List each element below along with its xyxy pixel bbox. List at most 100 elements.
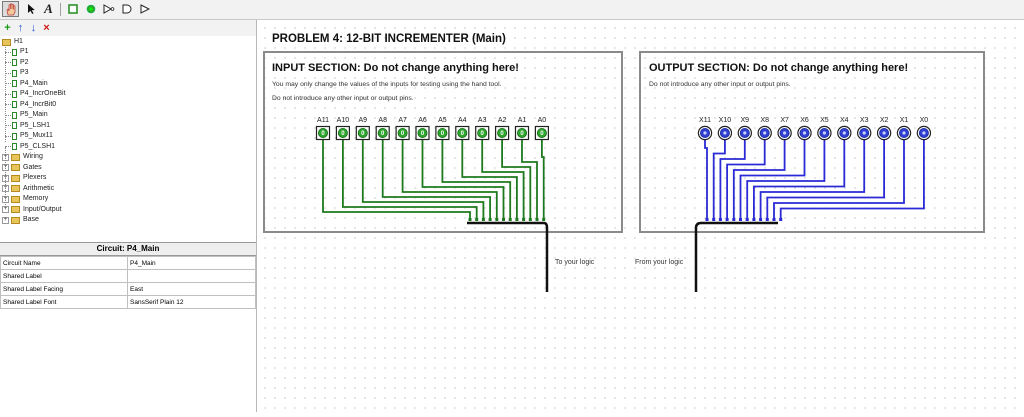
circuit-item[interactable]: P5_Main: [5, 110, 48, 120]
library-item[interactable]: +Input/Output: [2, 205, 62, 215]
input-wire[interactable]: [521, 140, 538, 221]
circuit-item[interactable]: P4_IncrBit0: [5, 100, 56, 110]
output-wire[interactable]: [753, 140, 846, 221]
tree-connector: [5, 51, 11, 53]
input-pin[interactable]: 0: [415, 125, 430, 141]
input-pin[interactable]: 0: [335, 125, 351, 141]
input-wire[interactable]: [361, 140, 485, 221]
circuit-item[interactable]: P5_Mux11: [5, 131, 53, 141]
library-item[interactable]: +Gates: [2, 163, 42, 173]
output-wire[interactable]: [773, 140, 905, 221]
select-arrow-icon[interactable]: [22, 1, 39, 17]
output-bus[interactable]: [694, 221, 778, 292]
circuit-item[interactable]: P4_IncrOneBit: [5, 89, 66, 99]
input-pin[interactable]: 0: [395, 125, 410, 141]
output-pin[interactable]: [876, 125, 892, 141]
output-wire[interactable]: [746, 140, 826, 221]
output-wire[interactable]: [726, 140, 766, 221]
and-gate-icon[interactable]: [118, 1, 135, 17]
output-pin[interactable]: [896, 125, 912, 141]
input-pin[interactable]: 0: [514, 125, 530, 141]
output-pin[interactable]: [837, 125, 852, 141]
delete-circuit-icon[interactable]: ×: [43, 22, 50, 34]
hand-tool-icon[interactable]: [2, 1, 19, 17]
property-label: Shared Label Font: [0, 295, 128, 309]
input-wire[interactable]: [481, 140, 525, 221]
input-wire[interactable]: [541, 140, 545, 221]
input-pin[interactable]: 0: [534, 125, 549, 141]
library-item[interactable]: +Wiring: [2, 152, 43, 162]
output-pin-dot: [802, 131, 807, 135]
from-logic-label: From your logic: [635, 259, 684, 266]
output-pin[interactable]: [817, 125, 832, 141]
output-wire[interactable]: [766, 140, 885, 221]
or-gate-icon[interactable]: [136, 1, 153, 17]
add-wire-icon[interactable]: [64, 1, 81, 17]
move-down-icon[interactable]: ↓: [30, 22, 37, 34]
input-wire[interactable]: [421, 140, 505, 221]
library-item[interactable]: +Memory: [2, 194, 48, 204]
library-item[interactable]: +Plexers: [2, 173, 46, 183]
splitter-tap: [772, 218, 776, 221]
circuit-item[interactable]: P2: [5, 58, 29, 68]
input-pin[interactable]: 0: [495, 125, 510, 141]
input-wire[interactable]: [501, 140, 532, 221]
circuit-icon: [12, 69, 17, 77]
input-pin[interactable]: 0: [455, 125, 470, 141]
input-wire[interactable]: [441, 140, 512, 221]
property-value[interactable]: [127, 269, 256, 283]
input-pin-led: [457, 128, 468, 139]
circuit-item[interactable]: P1: [5, 47, 29, 57]
output-wire[interactable]: [704, 140, 708, 221]
output-wire[interactable]: [779, 140, 925, 221]
property-row[interactable]: Shared Label: [0, 269, 256, 283]
input-wire[interactable]: [381, 140, 491, 221]
input-pin[interactable]: 0: [475, 125, 490, 141]
input-wire[interactable]: [342, 140, 478, 221]
add-input-pin-icon[interactable]: [82, 1, 99, 17]
input-wire[interactable]: [461, 140, 518, 221]
add-circuit-icon[interactable]: +: [4, 22, 11, 34]
output-pin[interactable]: [757, 125, 772, 141]
output-wire[interactable]: [719, 140, 746, 221]
move-up-icon[interactable]: ↑: [17, 22, 24, 34]
output-wire[interactable]: [712, 140, 726, 221]
output-wire[interactable]: [739, 140, 806, 221]
property-value[interactable]: P4_Main: [127, 256, 256, 270]
circuit-item[interactable]: P5_LSH1: [5, 121, 50, 131]
library-item[interactable]: +Base: [2, 215, 39, 225]
library-item[interactable]: +Arithmetic: [2, 184, 54, 194]
output-wire[interactable]: [759, 140, 866, 221]
circuit-item[interactable]: P5_CLSH1: [5, 142, 55, 152]
project-root[interactable]: H1: [2, 37, 23, 47]
add-output-pin-icon[interactable]: [100, 1, 117, 17]
output-pin[interactable]: [777, 125, 792, 141]
circuit-canvas[interactable]: PROBLEM 4: 12-BIT INCREMENTER (Main) INP…: [257, 20, 1024, 412]
splitter-tap: [705, 218, 709, 221]
expand-icon[interactable]: +: [2, 216, 9, 224]
output-pin-dot: [763, 131, 767, 135]
property-value[interactable]: SansSerif Plain 12: [127, 295, 256, 309]
input-pin[interactable]: 0: [435, 125, 450, 141]
circuit-item[interactable]: P4_Main: [5, 79, 48, 89]
input-pin-label: A9: [359, 117, 368, 124]
input-wire[interactable]: [322, 140, 471, 221]
input-pin[interactable]: 0: [375, 125, 390, 141]
output-wire[interactable]: [732, 140, 786, 221]
output-pin[interactable]: [737, 125, 752, 141]
circuit-item[interactable]: P3: [5, 68, 29, 78]
input-pin[interactable]: 0: [315, 125, 331, 141]
output-pin[interactable]: [916, 125, 932, 141]
property-value[interactable]: East: [127, 282, 256, 296]
output-pin[interactable]: [857, 125, 872, 141]
input-bus[interactable]: [467, 221, 549, 292]
output-pin[interactable]: [797, 125, 812, 141]
output-pin[interactable]: [697, 125, 713, 141]
input-wire[interactable]: [401, 140, 498, 221]
text-tool-icon[interactable]: A: [44, 1, 53, 16]
input-pin[interactable]: 0: [355, 125, 370, 141]
output-pin[interactable]: [717, 125, 733, 141]
